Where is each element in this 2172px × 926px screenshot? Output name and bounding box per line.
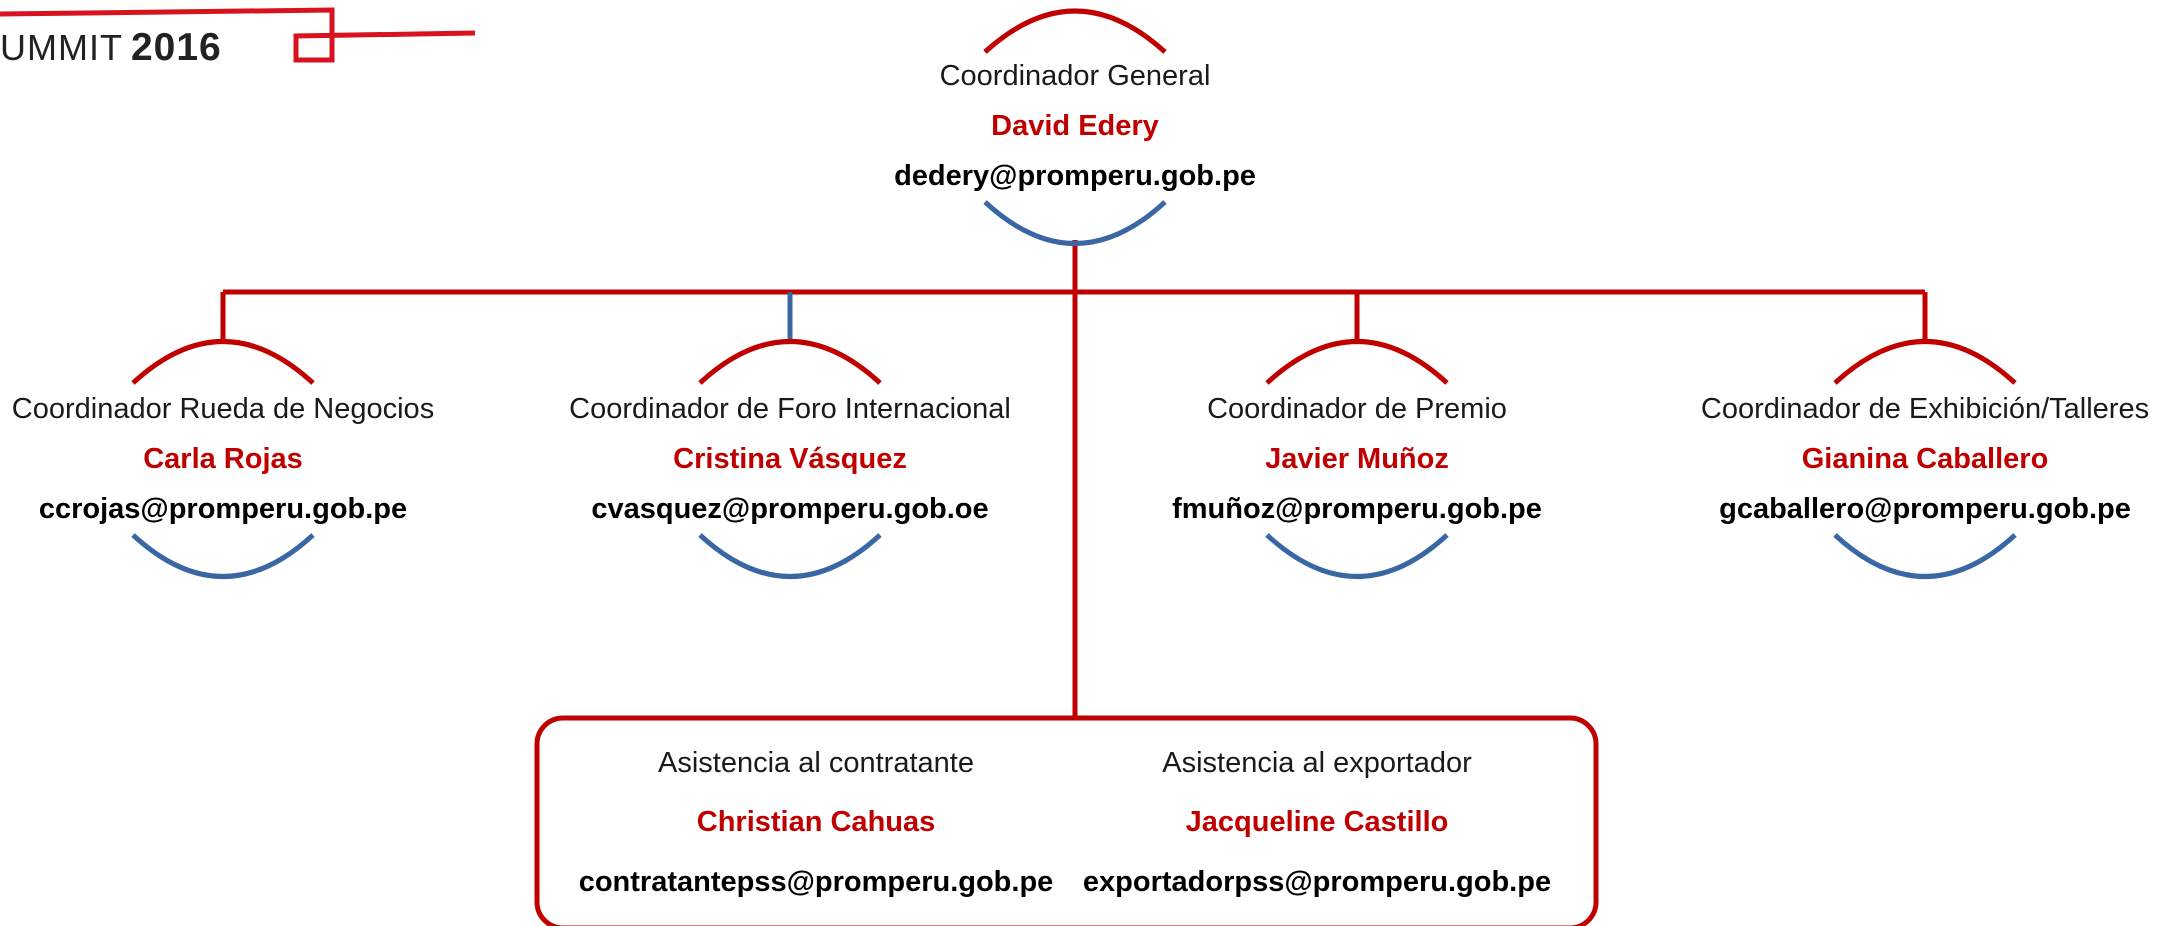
coordinator-role: Coordinador de Foro Internacional [569, 393, 1011, 425]
root-top-arc [983, 8, 1167, 54]
assistance-name: Christian Cahuas [696, 806, 936, 838]
root-email: dedery@promperu.gob.pe [894, 160, 1256, 192]
assistance-name: Jacqueline Castillo [1185, 806, 1449, 838]
coordinator-email: ccrojas@promperu.gob.pe [38, 493, 408, 525]
brand-year: 2016 [130, 26, 222, 69]
assistance-email: contratantepss@promperu.gob.pe [578, 866, 1054, 898]
coordinator-name: Cristina Vásquez [673, 443, 907, 475]
connector-lines [220, 240, 1928, 718]
coordinator-email: fmuñoz@promperu.gob.pe [1172, 493, 1542, 525]
foro-bottom-arc [698, 533, 882, 579]
coordinator-name: Carla Rojas [143, 443, 303, 475]
coordinator-role: Coordinador Rueda de Negocios [11, 393, 435, 425]
premio-top-arc [1265, 339, 1449, 385]
coordinator-email: cvasquez@promperu.gob.oe [591, 493, 989, 525]
coordinator-role: Coordinador de Premio [1207, 393, 1507, 425]
root-name: David Edery [991, 110, 1159, 142]
foro-top-arc [698, 339, 882, 385]
exhibicion-top-arc [1833, 339, 2017, 385]
premio-bottom-arc [1265, 533, 1449, 579]
rueda-top-arc [131, 339, 315, 385]
root-bottom-arc [983, 200, 1167, 246]
root-role: Coordinador General [939, 60, 1211, 92]
assistance-box [534, 715, 1599, 926]
assistance-email: exportadorpss@promperu.gob.pe [1082, 866, 1552, 898]
coordinator-name: Javier Muñoz [1265, 443, 1449, 475]
coordinator-email: gcaballero@promperu.gob.pe [1719, 493, 2131, 525]
exhibicion-bottom-arc [1833, 533, 2017, 579]
coordinator-role: Coordinador de Exhibición/Talleres [1700, 393, 2150, 425]
brand-word: UMMIT [0, 27, 123, 68]
assistance-role: Asistencia al exportador [1162, 747, 1472, 779]
coordinator-name: Gianina Caballero [1801, 443, 2049, 475]
brand-logo-mark [0, 7, 476, 63]
rueda-bottom-arc [131, 533, 315, 579]
assistance-role: Asistencia al contratante [658, 747, 974, 779]
